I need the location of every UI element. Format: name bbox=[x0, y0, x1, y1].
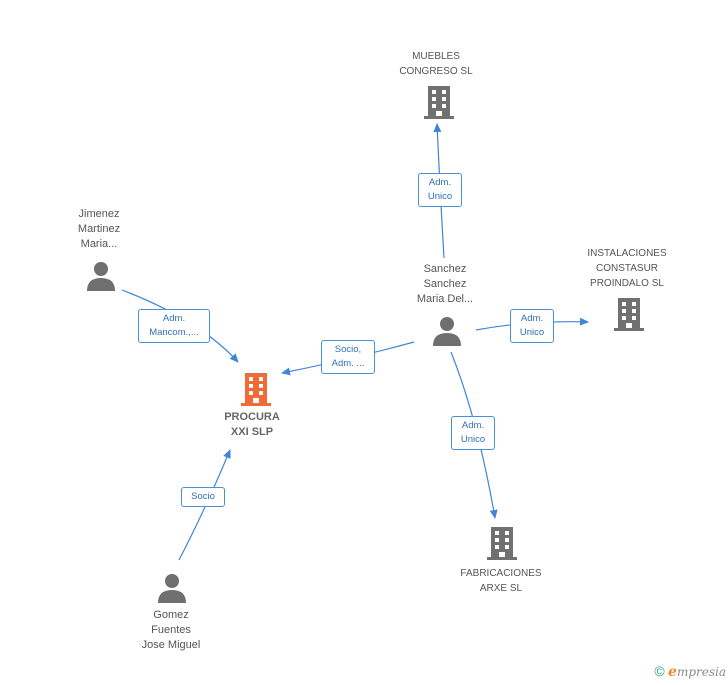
node-label-line: FABRICACIONES bbox=[460, 568, 542, 579]
main-building-icon bbox=[241, 373, 271, 406]
edge-label-line: Unico bbox=[460, 434, 486, 445]
brand-logo: © empresia bbox=[654, 663, 726, 680]
node-label-sanchez[interactable]: Sanchez Sanchez Maria Del... bbox=[400, 262, 490, 307]
person-icon bbox=[433, 317, 461, 346]
brand-name: mpresia bbox=[676, 665, 726, 679]
building-icon bbox=[614, 298, 644, 331]
node-label-line: Fuentes bbox=[151, 624, 191, 636]
node-label-muebles[interactable]: MUEBLES CONGRESO SL bbox=[380, 49, 492, 79]
building-icon bbox=[487, 527, 517, 560]
node-label-line: PROINDALO SL bbox=[590, 278, 664, 289]
node-label-line: Maria Del... bbox=[416, 293, 474, 305]
node-label-fabricaciones[interactable]: FABRICACIONES ARXE SL bbox=[446, 566, 556, 596]
edge-label-jimenez-procura[interactable]: Adm. Mancom.,... bbox=[138, 309, 210, 343]
edge-label-line: Adm. bbox=[162, 313, 186, 324]
node-label-line: CONSTASUR bbox=[595, 263, 659, 274]
edge-label-line: Adm. bbox=[428, 177, 452, 188]
edge-label-sanchez-instalaciones[interactable]: Adm. Unico bbox=[510, 309, 554, 343]
edge-label-sanchez-procura[interactable]: Socio, Adm. ... bbox=[321, 340, 375, 374]
edge-label-line: Socio, bbox=[334, 344, 362, 355]
node-label-line: XXI SLP bbox=[230, 426, 274, 438]
person-icon bbox=[87, 262, 115, 291]
edge-label-line: Mancom.,... bbox=[149, 327, 199, 338]
edge-label-line: Adm. bbox=[520, 313, 544, 324]
edge-label-line: Adm. ... bbox=[331, 358, 365, 369]
edge-label-line: Unico bbox=[427, 191, 453, 202]
person-icon bbox=[158, 574, 186, 603]
node-label-line: MUEBLES bbox=[412, 51, 460, 62]
edge-label-line: Socio bbox=[191, 491, 215, 502]
node-label-line: ARXE SL bbox=[479, 583, 523, 594]
node-label-line: Gomez bbox=[153, 609, 189, 621]
brand-initial: e bbox=[668, 664, 677, 680]
node-label-line: CONGRESO SL bbox=[399, 66, 473, 77]
node-label-gomez[interactable]: Gomez Fuentes Jose Miguel bbox=[124, 608, 218, 653]
edge-label-line: Adm. bbox=[461, 420, 485, 431]
node-label-line: Jimenez bbox=[78, 208, 120, 220]
edge-label-line: Unico bbox=[519, 327, 545, 338]
node-label-line: Sanchez bbox=[423, 263, 467, 275]
edge-label-sanchez-muebles[interactable]: Adm. Unico bbox=[418, 173, 462, 207]
node-label-jimenez[interactable]: Jimenez Martinez Maria... bbox=[58, 207, 140, 252]
node-label-procura[interactable]: PROCURA XXI SLP bbox=[206, 410, 298, 440]
node-label-line: Martinez bbox=[77, 223, 121, 235]
node-label-line: PROCURA bbox=[224, 411, 280, 423]
edge-label-gomez-procura[interactable]: Socio bbox=[181, 487, 225, 507]
copyright-icon: © bbox=[654, 663, 665, 679]
node-label-line: Maria... bbox=[80, 238, 118, 250]
edge-gomez-procura bbox=[178, 449, 231, 561]
node-label-line: INSTALACIONES bbox=[587, 248, 667, 259]
node-label-line: Sanchez bbox=[423, 278, 467, 290]
node-label-line: Jose Miguel bbox=[141, 639, 201, 651]
node-label-instalaciones[interactable]: INSTALACIONES CONSTASUR PROINDALO SL bbox=[566, 246, 688, 291]
building-icon bbox=[424, 86, 454, 119]
edge-label-sanchez-fabricaciones[interactable]: Adm. Unico bbox=[451, 416, 495, 450]
